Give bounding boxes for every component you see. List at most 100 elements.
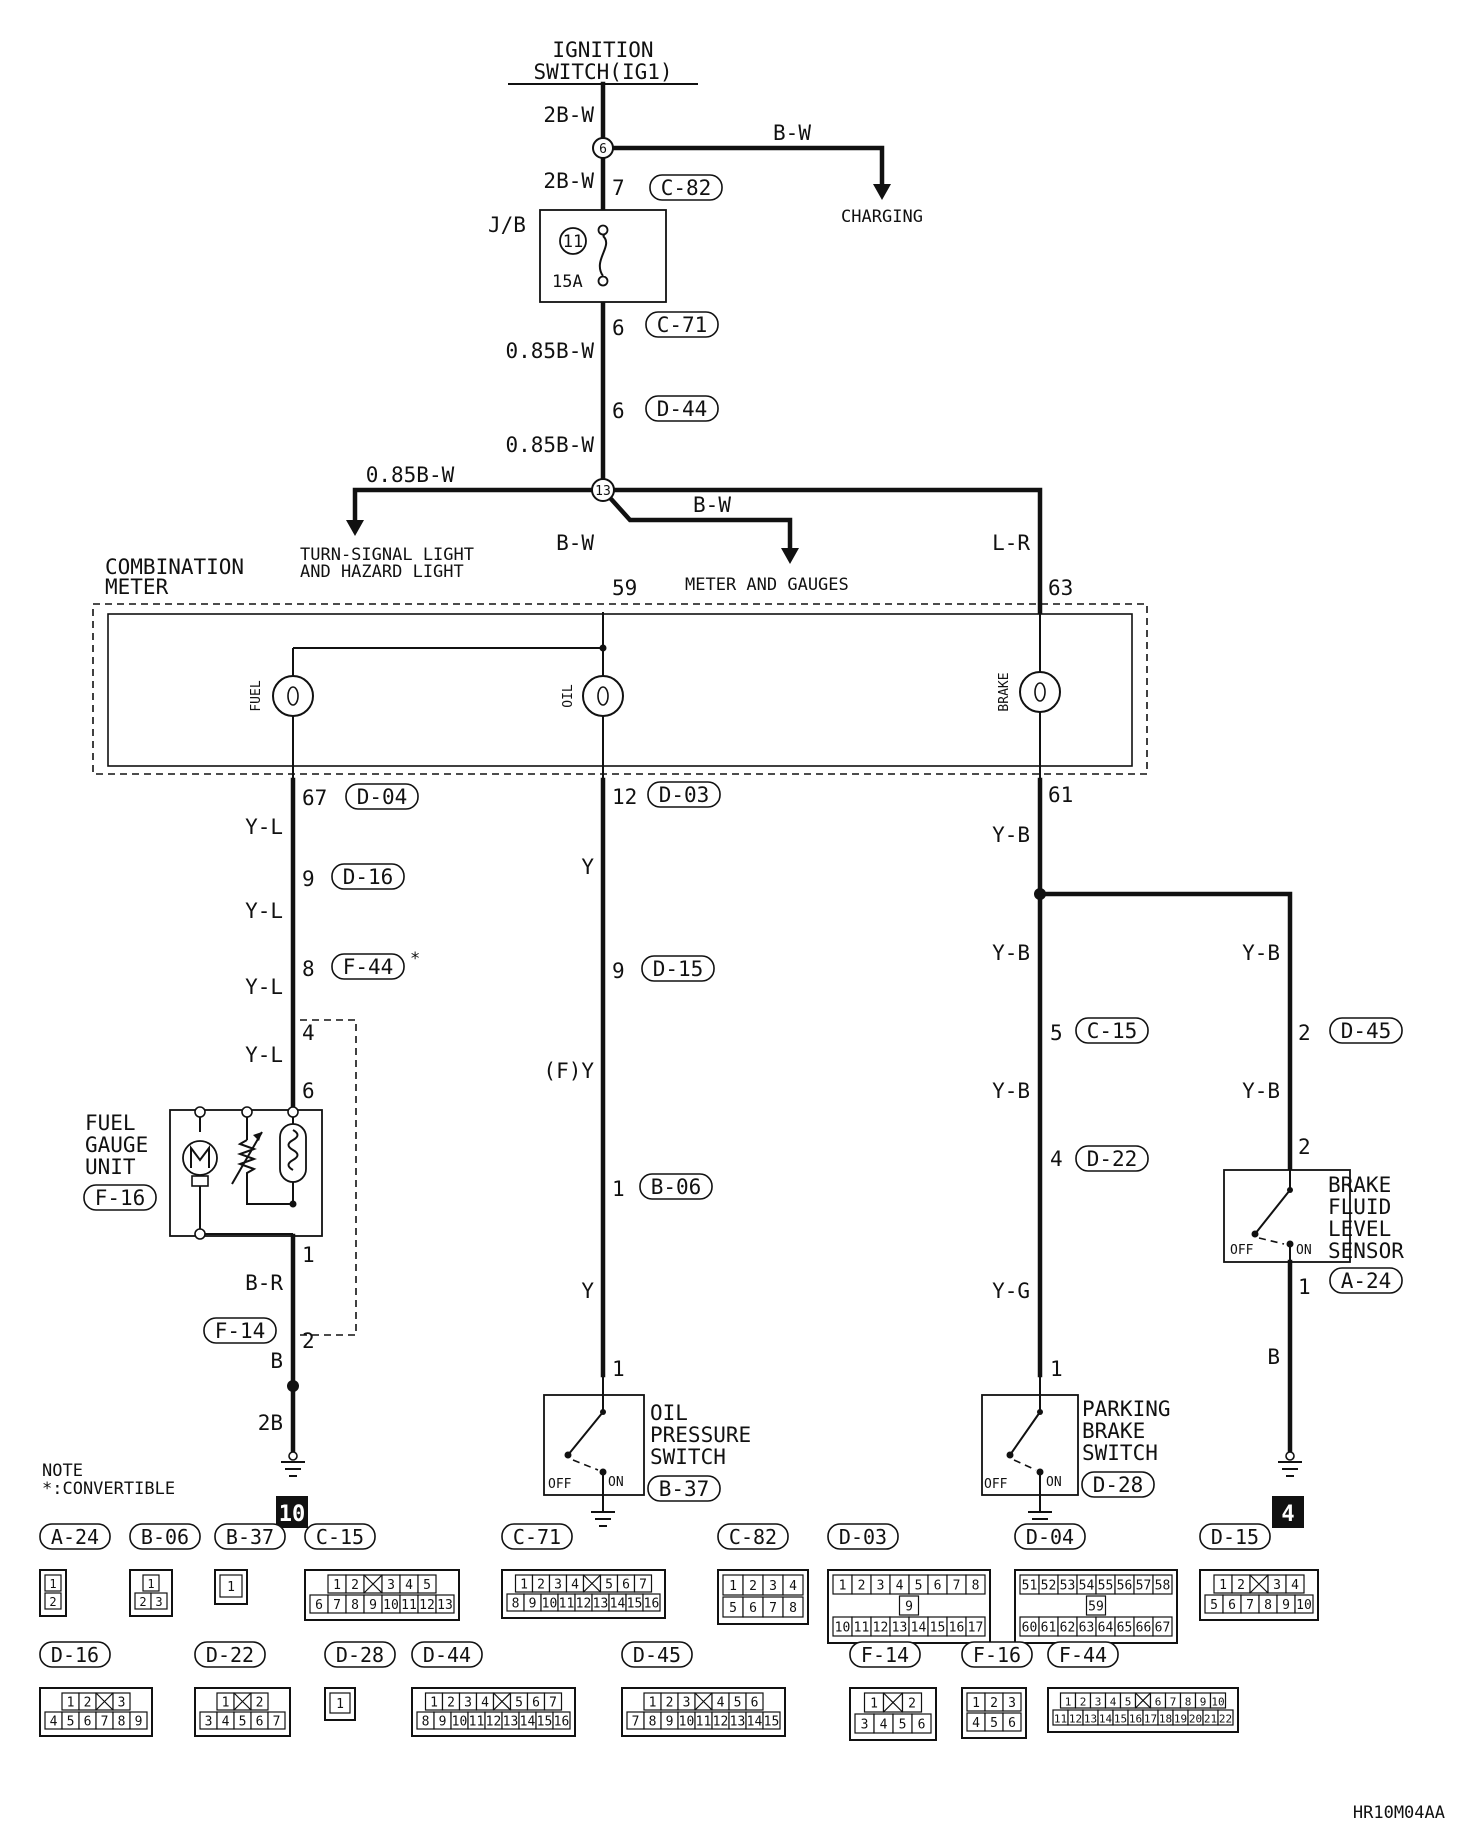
connector-view-b37: B-37 1 (214, 1523, 286, 1605)
meter-lamp-outputs (292, 712, 1041, 780)
connector-pin-number: 1 (222, 1696, 230, 1711)
connector-pin-number: 7 (639, 1578, 647, 1593)
connector-view-name: B-37 (226, 1525, 274, 1549)
connector-view-name: D-45 (633, 1643, 681, 1667)
connector-pin-number: 7 (632, 1715, 640, 1730)
connector-pin-number: 2 (1080, 1696, 1087, 1709)
brake-warning-lamp (1019, 671, 1061, 713)
oil-lamp-label: OIL (561, 684, 576, 708)
connector-pin-number: 5 (605, 1578, 613, 1593)
wire-bw-charging: B-W (773, 121, 811, 145)
connector-pin-number: 4 (571, 1578, 579, 1593)
connector-pin-cell (898, 1595, 920, 1616)
connector-pin-number: 56 (1117, 1579, 1133, 1594)
connector-pin-number: 5 (734, 1696, 742, 1711)
connector-pin-number: 1 (227, 1580, 235, 1595)
wire-yg: Y-G (992, 1279, 1030, 1303)
connector-pin-number: 22 (1219, 1713, 1232, 1726)
connector-pin-number: 12 (486, 1715, 502, 1730)
pin-9-d16: 9 (302, 867, 315, 891)
connector-pin-number: 7 (333, 1598, 341, 1613)
connector-pin-number: 15 (537, 1715, 553, 1730)
connector-pin-number: 3 (861, 1718, 869, 1733)
resistor-arrow-line (231, 1131, 263, 1185)
wire-y-1: Y (581, 855, 594, 879)
connector-view-tag (1199, 1523, 1271, 1550)
connector-pin-number: 66 (1136, 1621, 1152, 1636)
connector-pin-number: 5 (423, 1578, 431, 1593)
connector-pin-number: 7 (1246, 1598, 1254, 1613)
connector-pin-number: 1 (333, 1578, 341, 1593)
pin-2-d45: 2 (1298, 1021, 1311, 1045)
connector-pin-number: 8 (351, 1598, 359, 1613)
connector-view-tag (1014, 1523, 1086, 1550)
connector-blank-cavity (363, 1574, 383, 1594)
conn-tag-c15: C-15 (1075, 1017, 1149, 1044)
junction-13 (591, 478, 615, 502)
connector-pin-number: 2 (990, 1696, 998, 1711)
wire-yb-2: Y-B (992, 941, 1030, 965)
connector-pin-number: 1 (430, 1696, 438, 1711)
connector-view-tag (194, 1641, 266, 1668)
thermistor-coil (287, 1129, 299, 1171)
connector-view-tag (961, 1641, 1033, 1668)
connector-pin-number: 4 (1291, 1578, 1299, 1593)
connector-pin-number: 3 (118, 1696, 126, 1711)
connector-pin-cell (250, 1692, 269, 1711)
ground-terminal-left (288, 1451, 298, 1461)
note-title: NOTE (42, 1461, 83, 1481)
connector-pin-number: 12 (873, 1621, 889, 1636)
connector-pin-cell (633, 1574, 653, 1593)
arrow-meter-gauges (781, 548, 799, 564)
connector-pin-number: 2 (537, 1578, 545, 1593)
connector-pin-number: 14 (520, 1715, 536, 1730)
connector-pin-number: 16 (554, 1715, 570, 1730)
connector-pin-cell (44, 1592, 62, 1610)
reference-code: HR10M04AA (1353, 1803, 1445, 1823)
connector-view-name: B-06 (141, 1525, 189, 1549)
connector-pin-number: 9 (135, 1715, 143, 1730)
fuse-amp: 15A (552, 272, 583, 292)
connector-view-name: F-14 (861, 1643, 909, 1667)
connector-pin-cell (44, 1574, 62, 1592)
connector-pin-cell (911, 1713, 932, 1734)
connector-pin-number: 10 (542, 1597, 558, 1612)
connector-view-name: F-44 (1059, 1643, 1107, 1667)
connector-pin-number: 16 (1129, 1713, 1142, 1726)
park-switch-on: ON (1046, 1475, 1062, 1490)
connector-pin-number: 57 (1136, 1579, 1152, 1594)
ground-ref-10-box (276, 1496, 308, 1528)
connector-pin-number: 1 (972, 1696, 980, 1711)
conn-d16-label: D-16 (343, 865, 394, 889)
connector-pin-number: 4 (717, 1696, 725, 1711)
connector-view-tag (849, 1641, 921, 1668)
ground-splice-left (287, 1380, 299, 1392)
conn-f44-label: F-44 (343, 955, 394, 979)
connector-pin-number: 2 (84, 1696, 92, 1711)
connector-blank-cavity (95, 1692, 114, 1711)
connector-view-name: D-03 (839, 1525, 887, 1549)
pin-2-sensor: 2 (1298, 1135, 1311, 1159)
connector-pin-number: 6 (622, 1578, 630, 1593)
connector-view-name: D-28 (336, 1643, 384, 1667)
connector-pin-number: 9 (369, 1598, 377, 1613)
connector-pin-number: 6 (1155, 1696, 1162, 1709)
fuel-lamp-filament (287, 686, 299, 706)
connector-pin-number: 5 (1210, 1598, 1218, 1613)
connector-pin-number: 12 (576, 1597, 592, 1612)
connector-pin-number: 2 (139, 1595, 146, 1609)
connector-pin-number: 2 (351, 1578, 359, 1593)
connector-view-tag (717, 1523, 789, 1550)
connector-view-tag (411, 1641, 483, 1668)
connector-pin-number: 3 (464, 1696, 472, 1711)
fuel-warning-lamp (272, 675, 314, 717)
connector-view-tag (304, 1523, 376, 1550)
oil-switch-on: ON (608, 1475, 624, 1490)
wire-yl-1: Y-L (245, 815, 283, 839)
connector-pin-number: 3 (683, 1696, 691, 1711)
